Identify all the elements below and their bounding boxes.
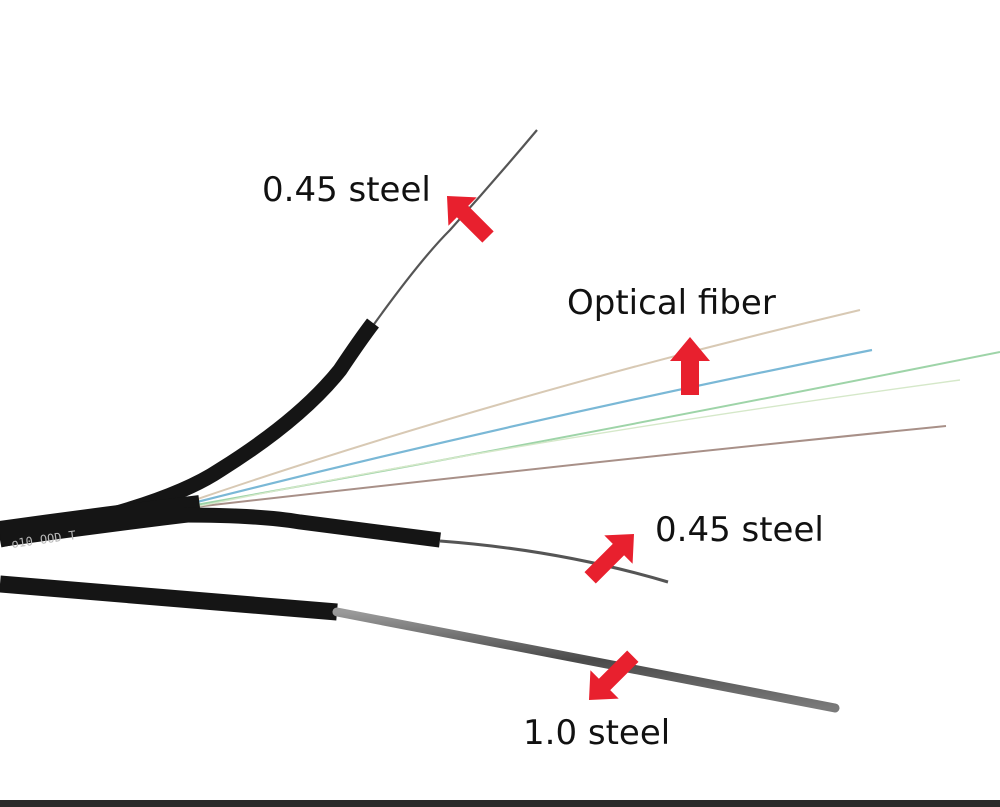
lower-cable-jacket — [0, 575, 338, 621]
optical-fibers — [179, 309, 1000, 508]
arrow-icon — [670, 337, 710, 395]
bottom-border — [0, 800, 1000, 807]
top-steel-wire — [371, 129, 538, 328]
fiber-strand-2 — [184, 348, 873, 507]
arrow-icon — [589, 650, 639, 700]
label-middle-steel: 0.45 steel — [655, 510, 824, 550]
middle-steel-wire — [439, 539, 669, 584]
middle-jacket-branch — [179, 507, 441, 548]
fiber-strand-5 — [199, 379, 961, 507]
label-top-steel: 0.45 steel — [262, 170, 431, 210]
lower-steel-wire — [332, 607, 840, 713]
fiber-strand-1 — [179, 309, 861, 506]
fiber-strand-3 — [189, 351, 1000, 507]
label-bottom-steel: 1.0 steel — [523, 713, 671, 753]
arrow-icon — [584, 534, 634, 584]
main-cable-jacket — [0, 495, 202, 547]
arrow-icon — [447, 196, 494, 243]
fiber-strand-4 — [194, 425, 947, 508]
label-optical-fiber: Optical fiber — [567, 283, 776, 323]
